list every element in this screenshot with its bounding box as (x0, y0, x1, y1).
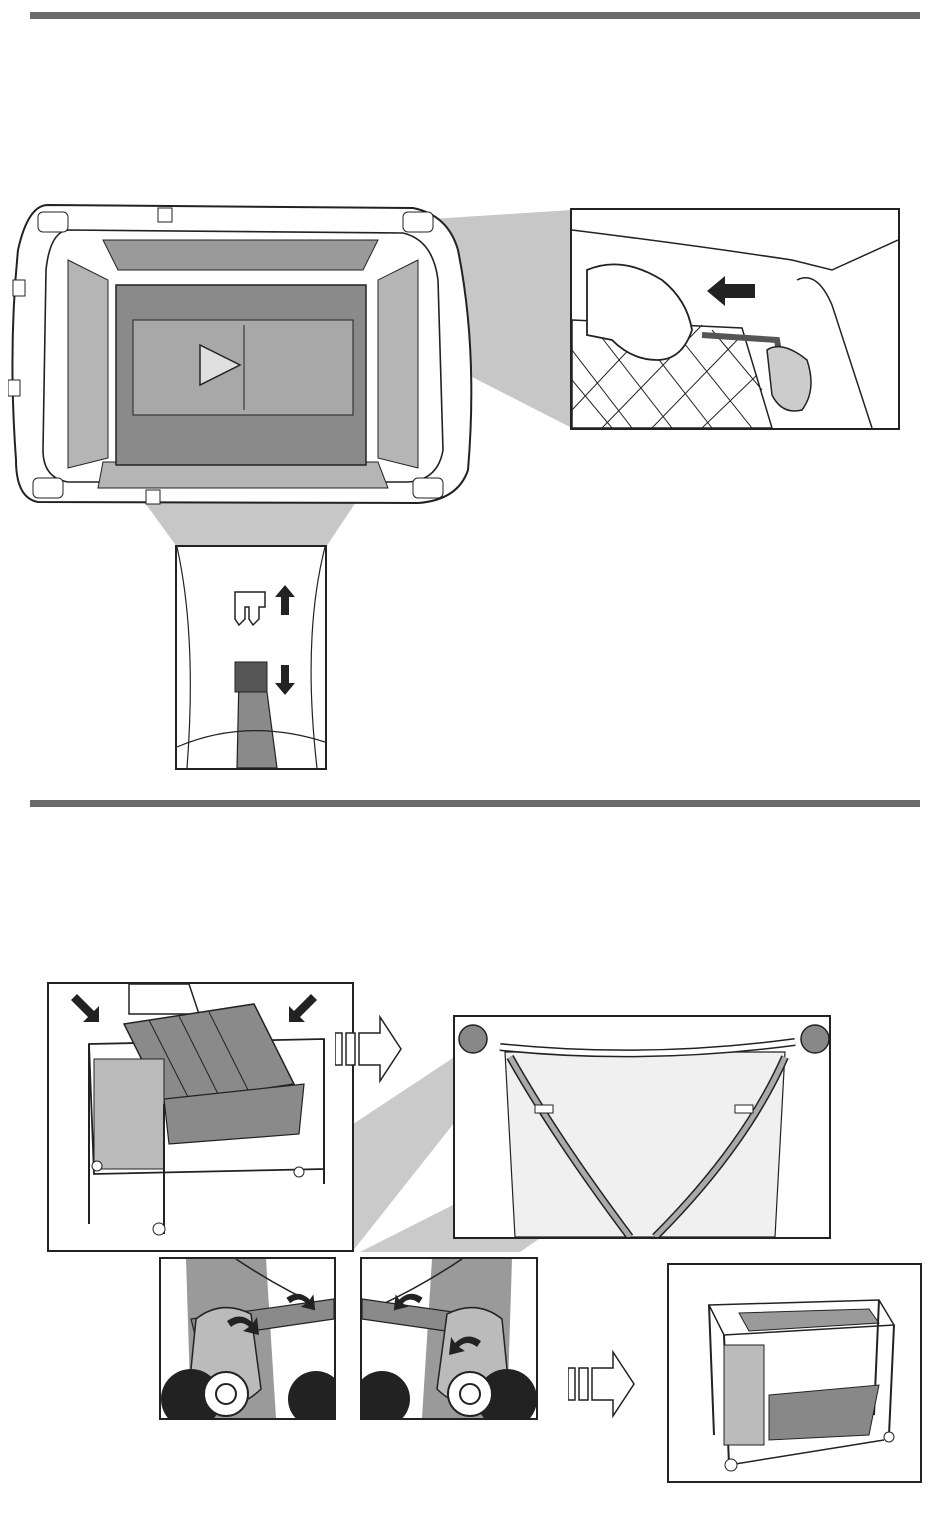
left-arrow-icon (707, 276, 757, 306)
rotate-arrow-icon (221, 1309, 261, 1349)
up-arrow-icon (275, 585, 295, 615)
assembled-playard-panel (667, 1263, 922, 1483)
buckle-detail-panel (175, 545, 327, 770)
next-step-arrow-icon (335, 1005, 403, 1085)
rotate-arrow-icon (392, 1287, 428, 1323)
down-arrow-icon (275, 665, 295, 695)
section-rule-middle (30, 800, 920, 807)
next-step-arrow-icon (568, 1340, 636, 1420)
rotate-arrow-icon (447, 1329, 487, 1369)
rotate-left-panel (159, 1257, 336, 1420)
straps-panel (453, 1015, 831, 1239)
zipper-detail-panel (570, 208, 900, 430)
rotate-right-panel (360, 1257, 538, 1420)
down-left-arrow-icon (289, 992, 319, 1022)
push-mattress-panel (47, 982, 354, 1252)
rotate-arrow-icon (281, 1287, 317, 1323)
down-right-arrow-icon (69, 992, 99, 1022)
playard-top-view (8, 200, 478, 510)
